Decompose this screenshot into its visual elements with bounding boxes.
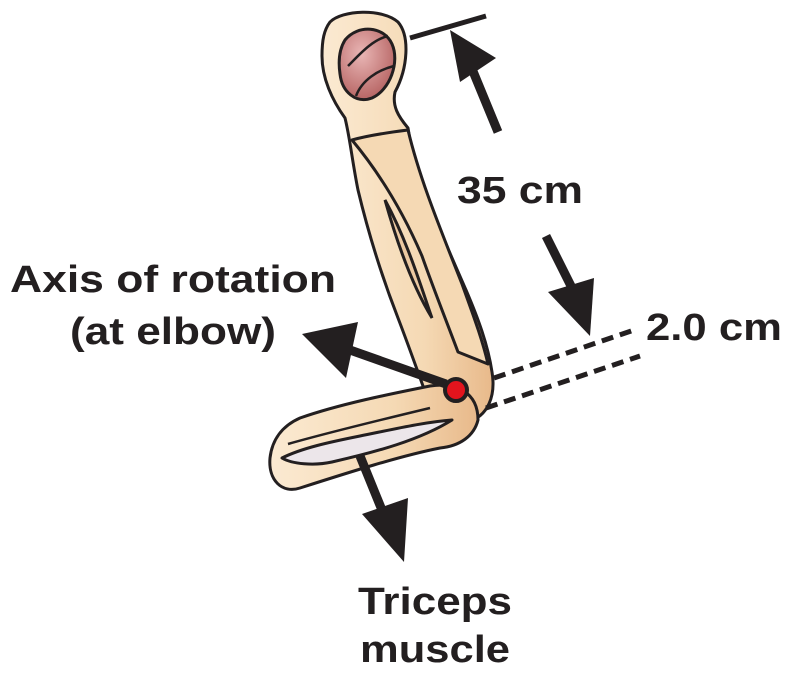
distance-35cm-label: 35 cm	[457, 170, 583, 212]
moment-arm-dashed-lines	[485, 327, 641, 411]
distance-2cm-label: 2.0 cm	[646, 307, 782, 349]
forearm-bone	[268, 383, 480, 491]
triceps-label-line1: Triceps	[358, 581, 512, 623]
axis-arrow	[302, 322, 448, 389]
axis-label-line1: Axis of rotation	[10, 259, 336, 301]
length-dimension-35cm	[409, 13, 594, 336]
axis-label-line2: (at elbow)	[70, 311, 276, 353]
shoulder-joint	[337, 27, 397, 101]
triceps-force-arrow	[355, 454, 408, 562]
elbow-pivot-dot	[443, 377, 469, 403]
triceps-label-line2: muscle	[360, 629, 510, 671]
upper-arm-bone	[320, 10, 495, 426]
